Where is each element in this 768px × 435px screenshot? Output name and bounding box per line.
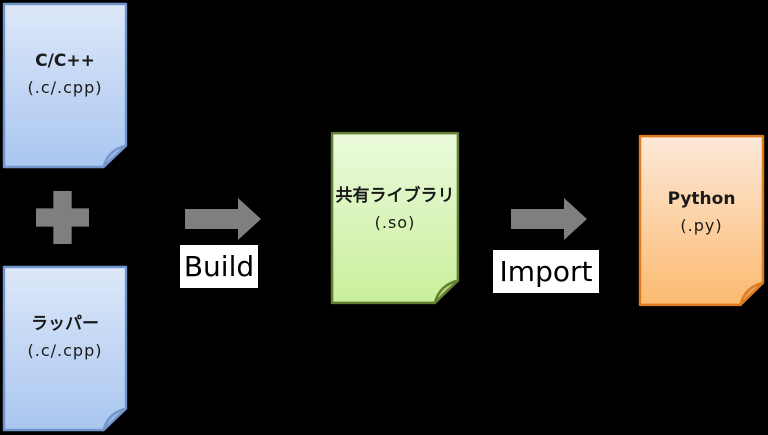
folded-corner-icon <box>102 407 128 432</box>
node-title: 共有ライブラリ <box>335 186 455 206</box>
node-python-text: Python (.py) <box>638 185 765 238</box>
document-shape-icon <box>2 2 128 169</box>
folded-corner-icon <box>739 281 765 307</box>
node-c-cpp: C/C++ (.c/.cpp) <box>2 2 128 169</box>
node-wrapper-text: ラッパー (.c/.cpp) <box>2 310 128 363</box>
node-title: Python <box>667 189 736 209</box>
node-title: ラッパー <box>31 314 99 334</box>
node-subtitle: (.c/.cpp) <box>27 341 103 360</box>
node-shared-library: 共有ライブラリ (.so) <box>330 131 460 305</box>
node-shared-library-text: 共有ライブラリ (.so) <box>330 182 460 235</box>
node-subtitle: (.c/.cpp) <box>27 78 103 97</box>
node-title: C/C++ <box>35 51 95 71</box>
node-subtitle: (.so) <box>374 213 416 232</box>
import-label: Import <box>493 250 599 293</box>
document-shape-icon <box>638 134 765 307</box>
folded-corner-icon <box>433 279 460 305</box>
node-python: Python (.py) <box>638 134 765 307</box>
folded-corner-icon <box>102 144 128 169</box>
node-subtitle: (.py) <box>680 216 723 235</box>
document-shape-icon <box>330 131 460 305</box>
arrow-right-icon <box>185 198 261 240</box>
arrow-right-icon <box>511 198 587 240</box>
node-wrapper: ラッパー (.c/.cpp) <box>2 265 128 432</box>
plus-icon <box>36 191 89 244</box>
document-shape-icon <box>2 265 128 432</box>
node-c-cpp-text: C/C++ (.c/.cpp) <box>2 47 128 100</box>
build-label: Build <box>180 245 258 288</box>
